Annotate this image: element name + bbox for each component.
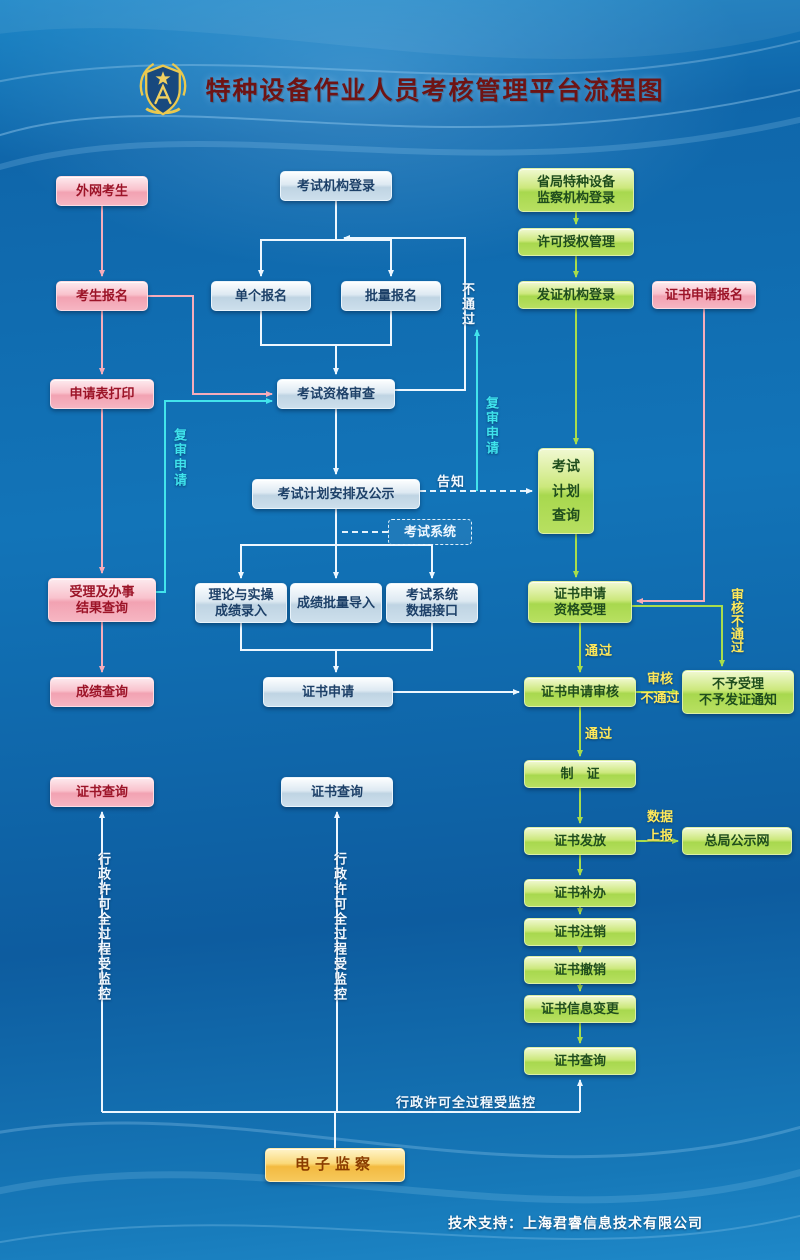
- node-make-cert: 制 证: [524, 760, 636, 788]
- edge-label-monitored-bottom: 行政许可全过程受监控: [396, 1095, 537, 1110]
- node-exam-system-tag: 考试系统: [388, 519, 472, 545]
- node-reject-notice: 不予受理 不予发证通知: [682, 670, 794, 714]
- node-candidate-register: 考生报名: [56, 281, 148, 311]
- node-cert-revoke: 证书撤销: [524, 956, 636, 984]
- edge-label-passed-2: 通过: [585, 726, 614, 741]
- node-result-query: 受理及办事 结果查询: [48, 578, 156, 622]
- page-title: 特种设备作业人员考核管理平台流程图: [205, 77, 665, 105]
- node-cert-query-left: 证书查询: [50, 777, 154, 807]
- node-issuer-login: 发证机构登录: [518, 281, 634, 309]
- node-exam-plan-publish: 考试计划安排及公示: [252, 479, 420, 509]
- node-exam-system-interface: 考试系统 数据接口: [386, 583, 478, 623]
- footer-credit: 技术支持：上海君睿信息技术有限公司: [448, 1215, 703, 1231]
- node-theory-practice-entry: 理论与实操 成绩录入: [195, 583, 287, 623]
- node-cert-apply: 证书申请: [263, 677, 393, 707]
- node-cert-issue: 证书发放: [524, 827, 636, 855]
- edge-label-passed-1: 通过: [585, 643, 614, 658]
- edge-label-audit-not-passed: 审核 不通过: [640, 671, 680, 705]
- node-score-batch-import: 成绩批量导入: [290, 583, 382, 623]
- node-cert-cancel: 证书注销: [524, 918, 636, 946]
- node-license-auth-mgmt: 许可授权管理: [518, 228, 634, 256]
- title-bar: 特种设备作业人员考核管理平台流程图: [0, 58, 800, 120]
- node-cert-query-mid: 证书查询: [281, 777, 393, 807]
- node-exam-qualification-review: 考试资格审查: [277, 379, 395, 409]
- node-batch-register: 批量报名: [341, 281, 441, 311]
- node-cert-apply-review: 证书申请审核: [524, 677, 636, 707]
- node-cert-apply-register: 证书申请报名: [652, 281, 756, 309]
- node-score-query: 成绩查询: [50, 677, 154, 707]
- node-application-print: 申请表打印: [50, 379, 154, 409]
- emblem-icon: [140, 62, 187, 116]
- node-cert-info-change: 证书信息变更: [524, 995, 636, 1023]
- node-cert-query-right: 证书查询: [524, 1047, 636, 1075]
- edge-label-not-passed: 不通过: [460, 282, 475, 327]
- node-electronic-supervision: 电子监察: [265, 1148, 405, 1182]
- edge-label-review-apply-left: 复审申请: [172, 428, 187, 488]
- edge-label-monitored-mid: 行政许可全过程受监控: [332, 852, 347, 1002]
- edge-label-notify: 告知: [437, 474, 466, 489]
- node-external-candidate: 外网考生: [56, 176, 148, 206]
- node-cert-reissue: 证书补办: [524, 879, 636, 907]
- edge-label-review-apply-right: 复审申请: [484, 396, 499, 456]
- edge-label-audit-not-passed-vert: 审核不通过: [729, 588, 744, 653]
- node-cert-apply-acceptance: 证书申请 资格受理: [528, 581, 632, 623]
- node-exam-org-login: 考试机构登录: [280, 171, 392, 201]
- node-exam-plan-query: 考试 计划 查询: [538, 448, 594, 534]
- node-hq-publicity-site: 总局公示网: [682, 827, 792, 855]
- node-single-register: 单个报名: [211, 281, 311, 311]
- edge-label-data-report: 数据 上报: [646, 809, 673, 843]
- node-provincial-login: 省局特种设备 监察机构登录: [518, 168, 634, 212]
- edge-label-monitored-left: 行政许可全过程受监控: [96, 852, 111, 1002]
